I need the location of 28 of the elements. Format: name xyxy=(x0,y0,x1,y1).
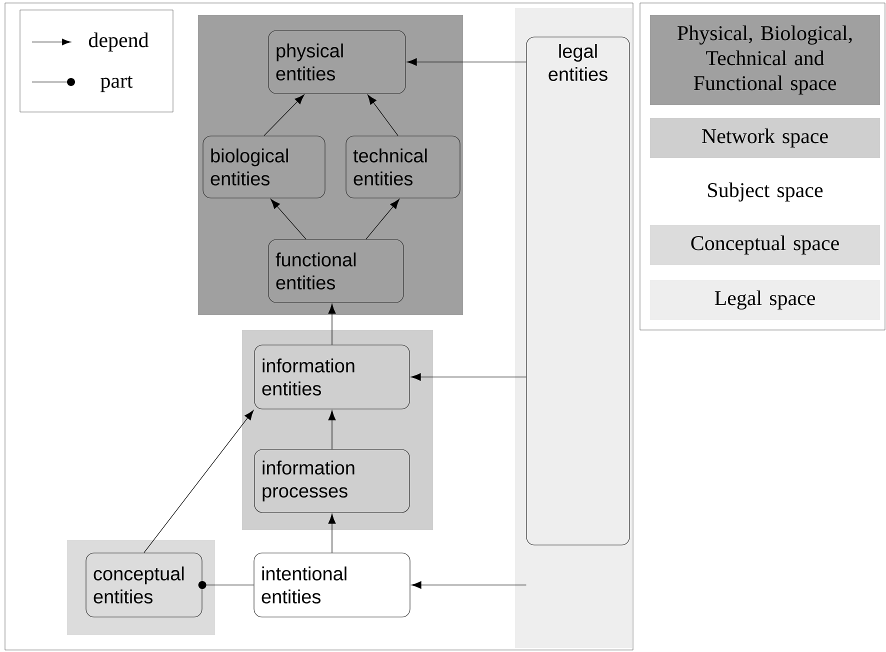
arrow xyxy=(328,514,336,553)
legend-text: Subject space xyxy=(708,182,823,202)
arrow xyxy=(328,410,336,450)
legend-text: depend xyxy=(88,32,149,52)
entity-box: biological entities xyxy=(202,136,326,198)
legend-text: Conceptual space xyxy=(691,235,839,255)
arrow xyxy=(144,410,254,553)
entity-box: functional entities xyxy=(268,239,404,303)
arrow xyxy=(198,581,254,589)
arrow xyxy=(411,581,526,589)
arrow xyxy=(264,94,304,136)
arrow xyxy=(406,58,526,66)
legend-text: part xyxy=(100,76,133,92)
arrow xyxy=(367,94,398,136)
legend-text: Legal space xyxy=(714,290,815,310)
arrow xyxy=(328,304,336,345)
arrow xyxy=(410,373,526,381)
arrow xyxy=(270,198,306,240)
entity-box: intentional entities xyxy=(254,552,410,618)
legend-text: Physical, Biological, Technical and Functional space xyxy=(678,25,852,95)
entity-box: physical entities xyxy=(268,30,406,94)
arrow xyxy=(366,198,400,240)
legend-text: Network space xyxy=(702,128,828,148)
entity-box: technical entities xyxy=(346,136,460,198)
entity-box: conceptual entities xyxy=(86,552,202,618)
entity-box: legal entities xyxy=(526,36,630,546)
entity-box: information entities xyxy=(254,344,410,410)
entity-box: information processes xyxy=(254,449,410,513)
